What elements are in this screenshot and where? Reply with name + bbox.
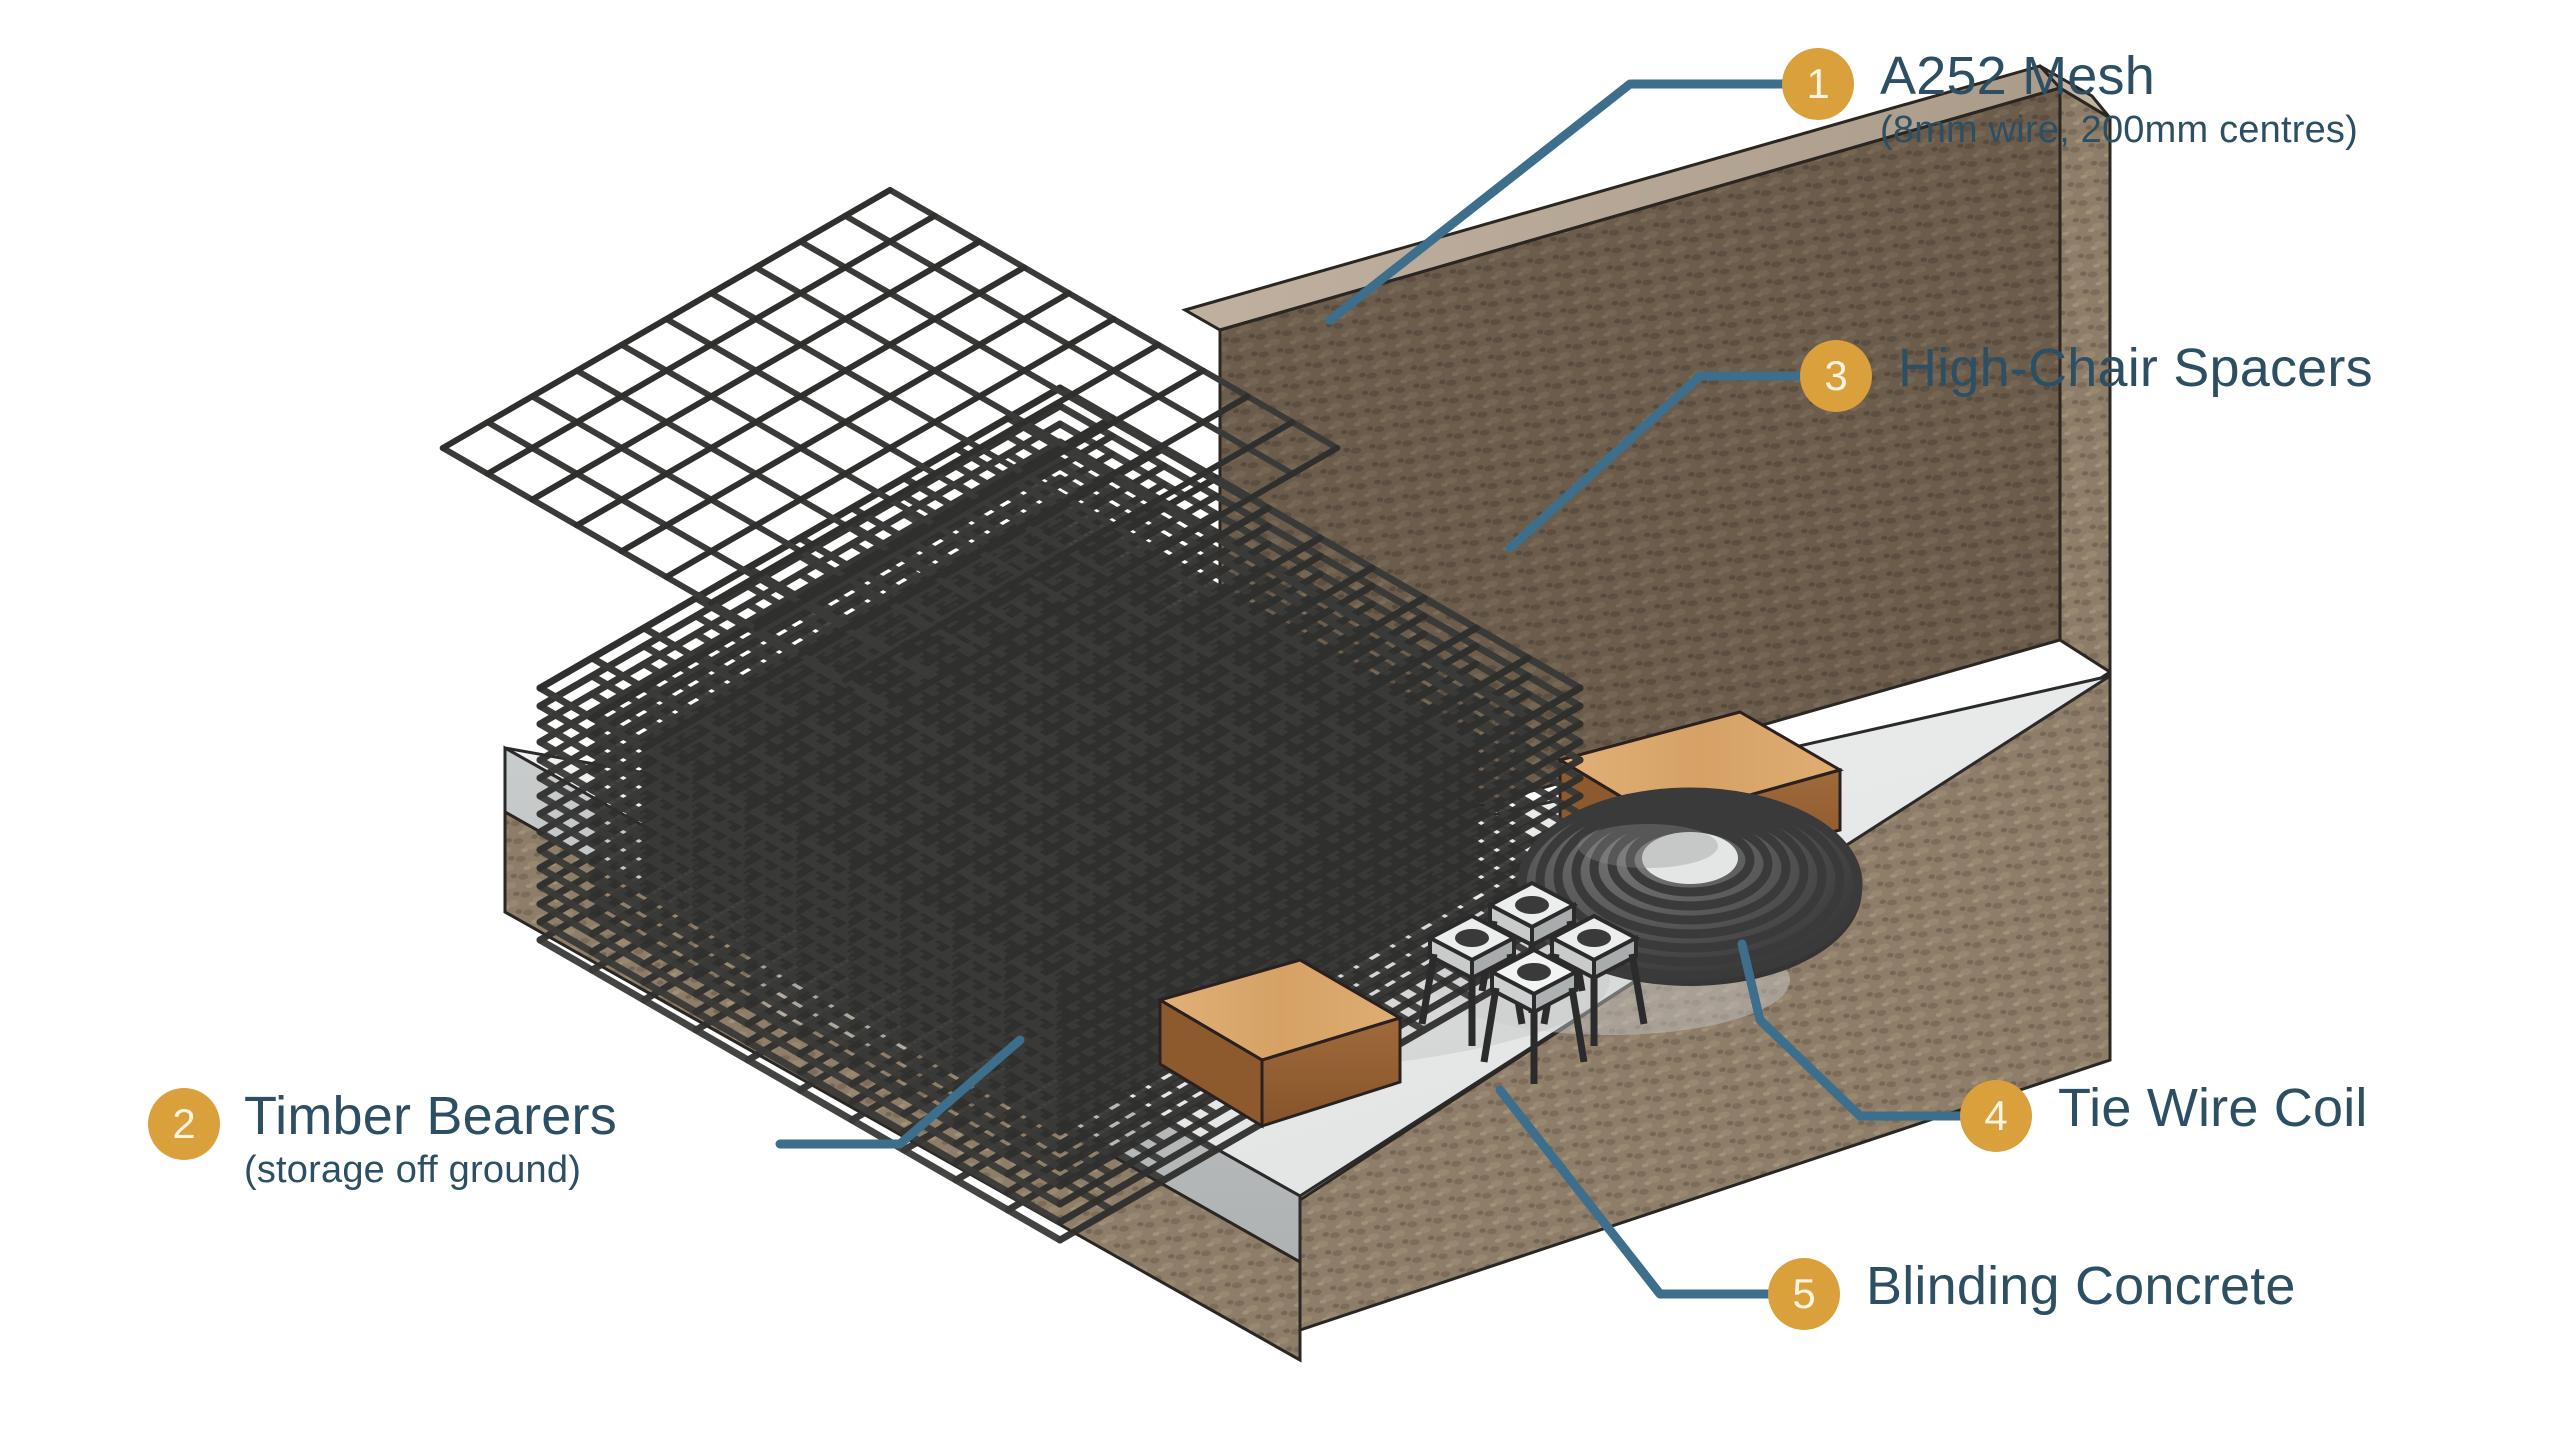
- leader-5: [1495, 1085, 1781, 1299]
- leader-3: [1505, 371, 1811, 553]
- callout-1[interactable]: 1 A252 Mesh (8mm wire, 200mm centres): [1782, 48, 2358, 153]
- callout-4-text: Tie Wire Coil: [2058, 1080, 2368, 1136]
- callout-1-title: A252 Mesh: [1880, 46, 2155, 106]
- callout-2-title: Timber Bearers: [244, 1086, 617, 1146]
- callout-4[interactable]: 4 Tie Wire Coil: [1960, 1080, 2368, 1152]
- callout-3-badge: 3: [1800, 340, 1872, 412]
- callout-4-badge: 4: [1960, 1080, 2032, 1152]
- callout-2-text: Timber Bearers (storage off ground): [244, 1088, 617, 1193]
- leader-lines: [775, 79, 1973, 1299]
- callout-3-title: High-Chair Spacers: [1898, 338, 2373, 398]
- callout-1-text: A252 Mesh (8mm wire, 200mm centres): [1880, 48, 2358, 153]
- callout-5-title: Blinding Concrete: [1866, 1256, 2296, 1316]
- timber-bearer-front: [1156, 958, 1404, 1129]
- high-chair-spacers: [1418, 880, 1648, 1084]
- callout-5-badge: 5: [1768, 1258, 1840, 1330]
- leader-4: [1737, 939, 1973, 1121]
- main-mesh-stack: [540, 388, 1580, 1240]
- callout-3[interactable]: 3 High-Chair Spacers: [1800, 340, 2373, 412]
- callout-4-title: Tie Wire Coil: [2058, 1078, 2368, 1138]
- callout-5-text: Blinding Concrete: [1866, 1258, 2296, 1314]
- leader-1: [1325, 79, 1795, 325]
- callout-5[interactable]: 5 Blinding Concrete: [1768, 1258, 2296, 1330]
- callout-2[interactable]: 2 Timber Bearers (storage off ground): [148, 1088, 617, 1193]
- leader-2: [775, 1035, 1025, 1149]
- callout-2-badge: 2: [148, 1088, 220, 1160]
- callout-1-badge: 1: [1782, 48, 1854, 120]
- callout-1-subtitle: (8mm wire, 200mm centres): [1880, 109, 2358, 152]
- callout-3-text: High-Chair Spacers: [1898, 340, 2373, 396]
- callout-2-subtitle: (storage off ground): [244, 1149, 582, 1192]
